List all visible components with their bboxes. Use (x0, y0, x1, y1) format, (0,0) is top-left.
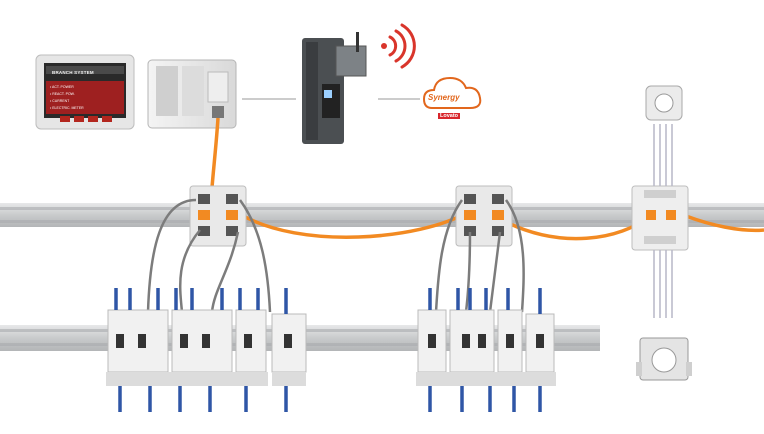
breaker-group-right (416, 309, 556, 386)
cloud-wordmark: Synergy (428, 93, 460, 102)
hmi-display (35, 54, 135, 130)
hmi-row: • REACT. POW. (50, 92, 75, 96)
brand-logo: Lovato (438, 113, 461, 119)
breaker-group-left (106, 309, 307, 386)
wifi-signal-icon (381, 23, 416, 69)
hmi-title: BRANCH SYSTEM (52, 70, 94, 75)
breaker-terminals (114, 288, 542, 412)
controller-module (147, 59, 237, 129)
sensor-wires (146, 198, 525, 313)
clamp-wires (653, 124, 673, 318)
cloud-icon (422, 76, 482, 109)
ethernet-cable (685, 214, 764, 233)
ethernet-cable (239, 210, 469, 239)
gateway-module (302, 32, 367, 144)
terminal-module (631, 185, 689, 251)
hmi-row: • CURRENT (50, 99, 70, 103)
hmi-row: • ELECTRIC. METER (50, 106, 84, 110)
hmi-row: • ACT. POWER (50, 85, 74, 89)
sensor-hub-1 (189, 185, 247, 247)
current-transformer-icon (636, 337, 692, 381)
sensor-hub-2 (455, 185, 513, 247)
ethernet-connector-icon (212, 106, 224, 118)
current-clamp-icon (645, 85, 683, 121)
